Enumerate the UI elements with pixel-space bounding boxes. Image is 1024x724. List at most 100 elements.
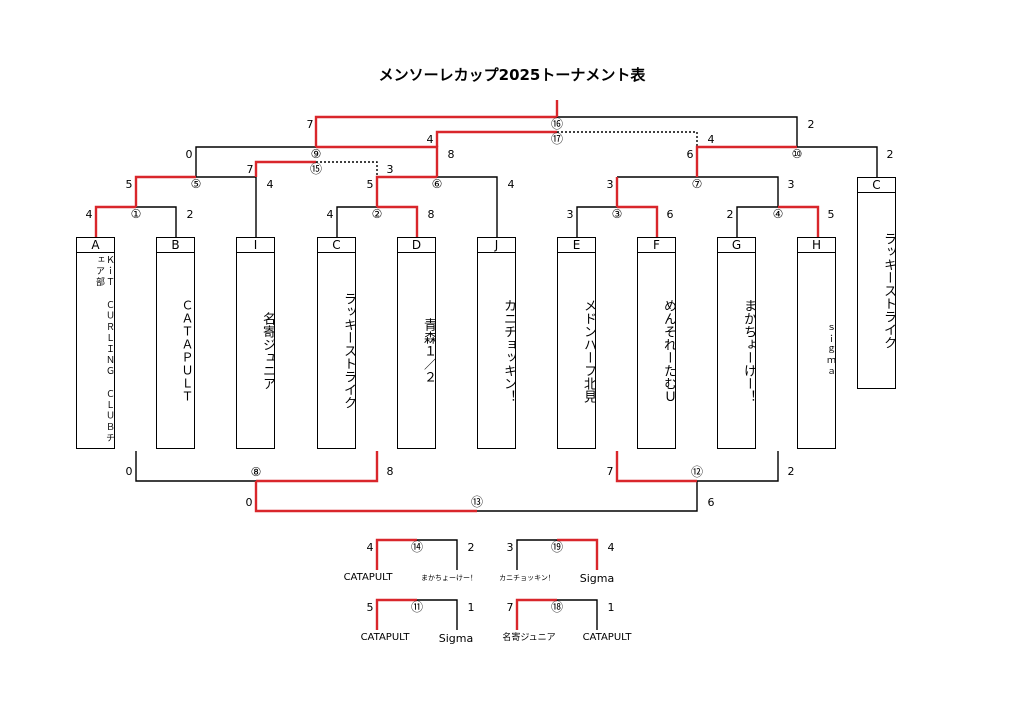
team-name: ｓｉｇｍａ xyxy=(825,323,835,378)
winner-lines xyxy=(94,100,820,630)
g11-right-team: Sigma xyxy=(439,632,473,645)
g14-left-team: CATAPULT xyxy=(344,572,394,583)
team-box-d: D 青森１／２ xyxy=(397,237,436,449)
score-17-right: 4 xyxy=(708,133,715,146)
score-11-left: 5 xyxy=(367,601,374,614)
score-14-right: 2 xyxy=(468,541,475,554)
score-18-right: 1 xyxy=(608,601,615,614)
team-name: 名寄ジュニア xyxy=(260,311,274,390)
score-13-right: 6 xyxy=(708,496,715,509)
game-13-no: ⑬ xyxy=(471,495,483,509)
game-19-no: ⑲ xyxy=(551,540,563,554)
game-4-no: ④ xyxy=(773,207,784,221)
team-letter: E xyxy=(558,238,595,253)
team-box-e: E メドンハーフ北見 xyxy=(557,237,596,449)
game-1-no: ① xyxy=(131,207,142,221)
score-8-left: 0 xyxy=(126,465,133,478)
score-3-right: 6 xyxy=(667,208,674,221)
team-box-j: J カニチョッキン！ xyxy=(477,237,516,449)
game-17-no: ⑰ xyxy=(551,132,563,146)
team-name: 青森１／２ xyxy=(421,318,435,383)
score-10-right: 2 xyxy=(887,148,894,161)
score-14-left: 4 xyxy=(367,541,374,554)
team-name: カニチョッキン！ xyxy=(501,298,515,403)
score-9-right: 8 xyxy=(448,148,455,161)
game-11-no: ⑪ xyxy=(411,600,423,614)
score-2-left: 4 xyxy=(327,208,334,221)
game-2-no: ② xyxy=(372,207,383,221)
game-3-no: ③ xyxy=(612,207,623,221)
team-letter: B xyxy=(157,238,194,253)
team-box-g: G まかちょーけー！ xyxy=(717,237,756,449)
score-17-left: 4 xyxy=(427,133,434,146)
score-15-right: 3 xyxy=(387,163,394,176)
team-name: ラッキーストライク xyxy=(341,292,355,409)
game-15-no: ⑮ xyxy=(310,162,322,176)
score-8-right: 8 xyxy=(387,465,394,478)
game-numbers: ① ② ③ ④ ⑤ ⑥ ⑦ ⑧ ⑨ ⑩ ⑪ ⑫ ⑬ ⑭ ⑮ ⑯ ⑰ ⑱ ⑲ xyxy=(131,117,803,614)
placement-teams: CATAPULT まかちょーけー！ カニチョッキン！ Sigma CATAPUL… xyxy=(344,572,633,645)
team-letter: I xyxy=(237,238,274,253)
score-16-left: 7 xyxy=(307,118,314,131)
score-12-left: 7 xyxy=(607,465,614,478)
team-name: まかちょーけー！ xyxy=(741,298,755,403)
game-16-no: ⑯ xyxy=(551,117,563,131)
team-box-i: I 名寄ジュニア xyxy=(236,237,275,449)
team-letter: A xyxy=(77,238,114,253)
score-5-right: 4 xyxy=(267,178,274,191)
g19-right-team: Sigma xyxy=(580,572,614,585)
team-letter: C xyxy=(318,238,355,253)
score-5-left: 5 xyxy=(126,178,133,191)
team-name: ＫｉＴ ＣＵＲＬＩＮＧ ＣＬＵＢチェア部 xyxy=(94,255,114,444)
score-7-left: 3 xyxy=(607,178,614,191)
team-letter: C xyxy=(858,178,895,193)
score-13-left: 0 xyxy=(246,496,253,509)
score-15-left: 7 xyxy=(247,163,254,176)
g11-left-team: CATAPULT xyxy=(361,632,411,643)
score-18-left: 7 xyxy=(507,601,514,614)
game-18-no: ⑱ xyxy=(551,600,563,614)
score-1-right: 2 xyxy=(187,208,194,221)
g14-right-team: まかちょーけー！ xyxy=(421,574,477,582)
team-box-b: B ＣＡＴＡＰＵＬＴ xyxy=(156,237,195,449)
game-5-no: ⑤ xyxy=(191,177,202,191)
team-letter: F xyxy=(638,238,675,253)
team-name: めんそれーたむＵ xyxy=(661,298,675,403)
score-6-left: 5 xyxy=(367,178,374,191)
game-7-no: ⑦ xyxy=(692,177,703,191)
game-6-no: ⑥ xyxy=(432,177,443,191)
score-19-right: 4 xyxy=(608,541,615,554)
scores: 4 2 4 8 3 6 2 5 5 4 5 4 3 3 0 8 0 8 6 2 … xyxy=(86,118,894,614)
team-letter: H xyxy=(798,238,835,253)
g19-left-team: カニチョッキン！ xyxy=(499,574,555,582)
team-letter: D xyxy=(398,238,435,253)
team-box-f: F めんそれーたむＵ xyxy=(637,237,676,449)
score-12-right: 2 xyxy=(788,465,795,478)
game-8-no: ⑧ xyxy=(251,465,262,479)
score-2-right: 8 xyxy=(428,208,435,221)
score-9-left: 0 xyxy=(186,148,193,161)
score-3-left: 3 xyxy=(567,208,574,221)
score-4-left: 2 xyxy=(727,208,734,221)
team-letter: J xyxy=(478,238,515,253)
team-name: ラッキーストライク xyxy=(881,232,895,349)
game-10-no: ⑩ xyxy=(792,147,803,161)
page-title: メンソーレカップ2025トーナメント表 xyxy=(378,66,646,84)
game-9-no: ⑨ xyxy=(311,147,322,161)
team-name: メドンハーフ北見 xyxy=(581,298,595,403)
score-11-right: 1 xyxy=(468,601,475,614)
g18-right-team: CATAPULT xyxy=(583,632,633,643)
score-7-right: 3 xyxy=(788,178,795,191)
team-name: ＣＡＴＡＰＵＬＴ xyxy=(180,298,194,403)
team-box-c: C ラッキーストライク xyxy=(317,237,356,449)
score-16-right: 2 xyxy=(808,118,815,131)
bracket-lines xyxy=(135,116,878,630)
g18-left-team: 名寄ジュニア xyxy=(502,631,555,643)
team-letter: G xyxy=(718,238,755,253)
game-14-no: ⑭ xyxy=(411,540,423,554)
team-box-a: A ＫｉＴ ＣＵＲＬＩＮＧ ＣＬＵＢチェア部 xyxy=(76,237,115,449)
game-12-no: ⑫ xyxy=(691,465,703,479)
score-6-right: 4 xyxy=(508,178,515,191)
score-19-left: 3 xyxy=(507,541,514,554)
